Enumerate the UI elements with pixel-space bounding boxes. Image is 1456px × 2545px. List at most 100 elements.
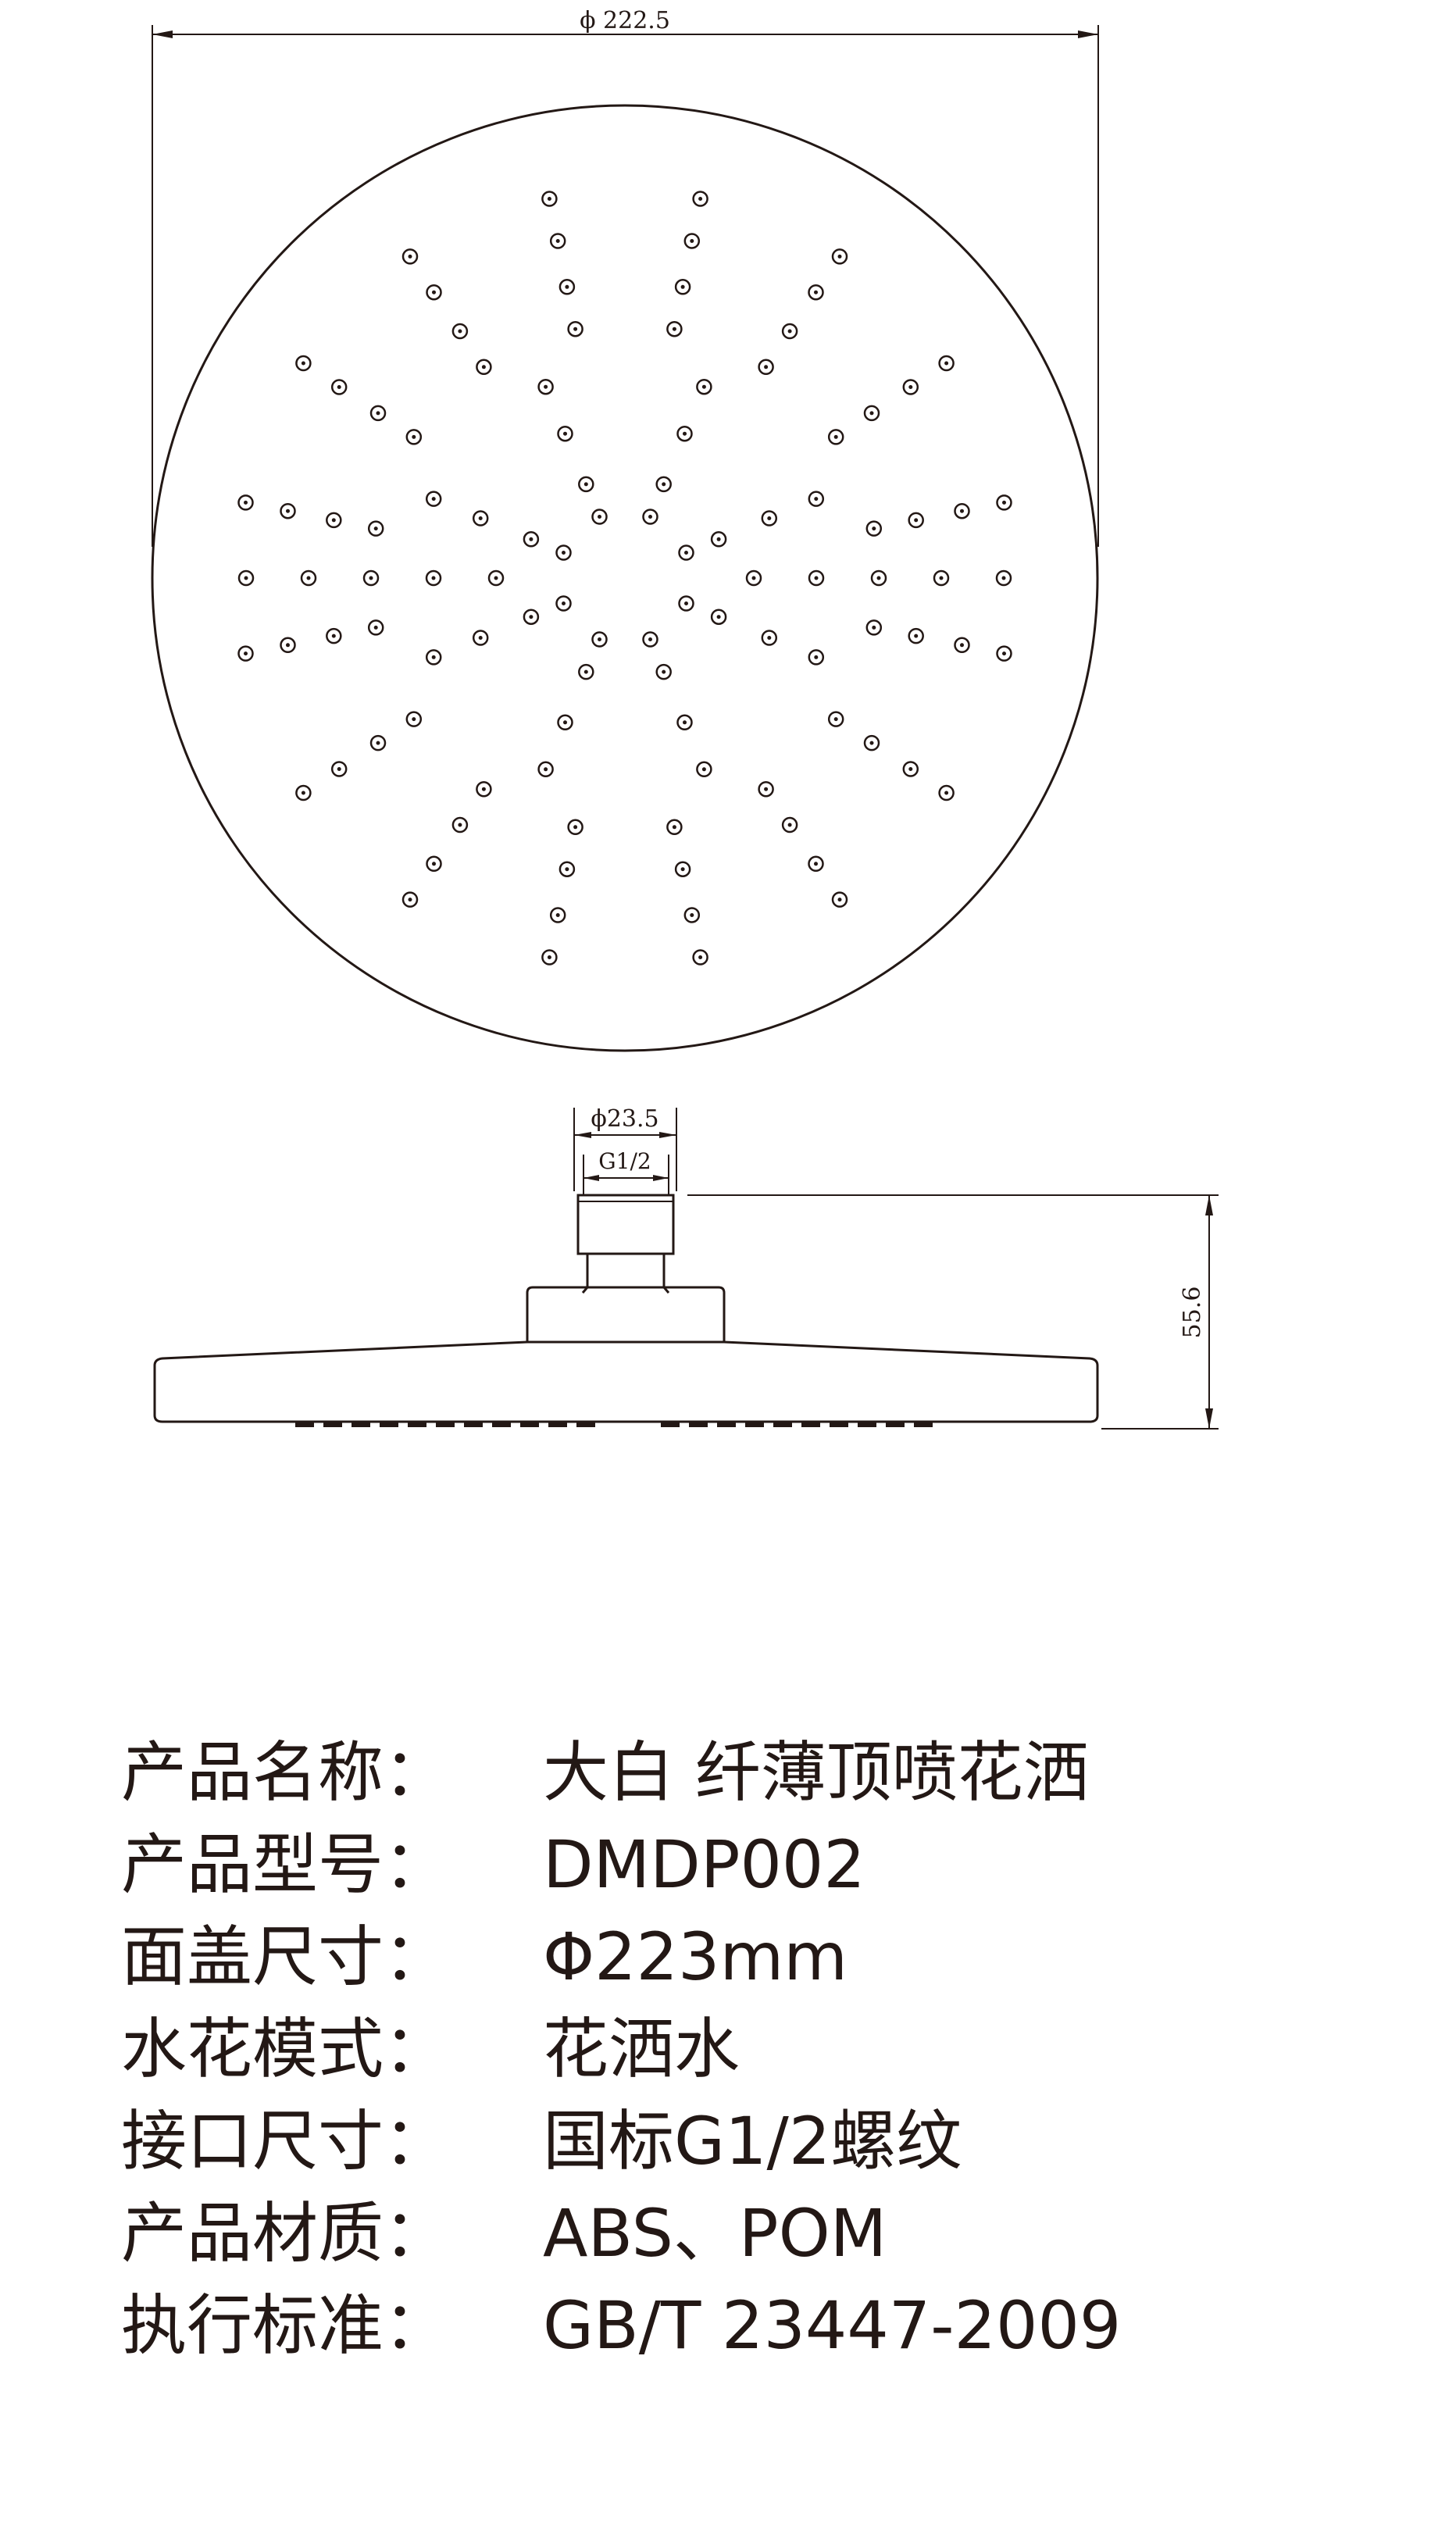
nozzle-icon (578, 663, 594, 680)
nozzle-icon (831, 891, 848, 908)
nozzle-icon (863, 405, 880, 422)
face-plate-outline (151, 104, 1099, 1052)
nozzle-center (837, 898, 842, 902)
nozzle-center (286, 643, 290, 648)
nozzle-tip (408, 1422, 426, 1427)
nozzle-center (301, 791, 305, 795)
nozzle-icon (692, 949, 708, 966)
nozzle-center (876, 576, 881, 580)
nozzle-icon (683, 907, 701, 923)
nozzle-icon (558, 279, 576, 295)
nozzle-tip (520, 1422, 539, 1427)
nozzle-center (376, 741, 380, 745)
nozzle-center (478, 636, 483, 640)
thread-connector (576, 1194, 675, 1255)
nozzle-center (833, 717, 838, 722)
spec-value: DMDP002 (543, 1826, 865, 1903)
nozzle-icon (908, 512, 924, 529)
nozzle-center (432, 290, 436, 294)
nozzle-tip (323, 1422, 342, 1427)
nozzle-center (872, 625, 876, 630)
nozzle-center (698, 955, 703, 959)
nozzle-center (662, 669, 666, 674)
nozzle-center (565, 284, 569, 289)
nozzle-icon (758, 780, 774, 798)
nozzle-icon (426, 284, 442, 301)
nozzle-icon (761, 630, 778, 646)
nozzle-icon (549, 233, 566, 249)
nozzle-center (767, 636, 772, 640)
nozzle-icon (954, 637, 970, 654)
nozzle-icon (666, 320, 683, 337)
nozzle-icon (902, 379, 919, 395)
nozzle-icon (330, 761, 348, 777)
nozzle-icon (405, 429, 423, 445)
nozzle-tip (295, 1422, 314, 1427)
nozzle-icon (523, 531, 540, 548)
nozzle-center (244, 500, 248, 505)
nozzle-icon (541, 191, 558, 207)
nozzle-center (814, 497, 819, 502)
nozzle-icon (865, 520, 883, 537)
nozzle-icon (567, 819, 583, 836)
nozzle-center (563, 431, 567, 436)
nozzle-center (944, 361, 949, 366)
nozzle-center (690, 913, 694, 917)
spec-label: 水花模式： (121, 2011, 450, 2087)
nozzle-tip (492, 1422, 511, 1427)
nozzle-icon (666, 819, 683, 836)
height-label: 55.6 (1179, 1287, 1206, 1339)
thread-label: G1/2 (598, 1148, 651, 1174)
nozzle-icon (487, 569, 505, 587)
nozzle-center (373, 526, 378, 531)
nozzle-icon (827, 711, 844, 727)
nozzle-center (244, 576, 248, 580)
nozzle-center (458, 329, 462, 334)
nozzle-icon (472, 510, 489, 526)
spec-label: 产品名称： (121, 1734, 450, 1811)
nozzle-tip (717, 1422, 736, 1427)
nozzle-center (814, 290, 818, 294)
nozzle-icon (369, 405, 387, 422)
nozzle-center (944, 791, 949, 795)
nozzle-center (432, 862, 436, 866)
nozzle-icon (578, 476, 594, 493)
nozzle-icon (831, 248, 848, 265)
nozzle-icon (761, 510, 778, 526)
nozzle-icon (401, 248, 419, 265)
nozzle-tip (886, 1422, 905, 1427)
nozzle-center (837, 254, 842, 259)
nozzle-center (555, 913, 560, 917)
spec-row-spray-mode: 水花模式： 花洒水 (121, 2003, 1371, 2095)
nozzle-icon (426, 855, 442, 873)
nozzle-icon (280, 637, 296, 654)
nozzle-icon (405, 711, 423, 727)
nozzle-center (529, 615, 534, 619)
nozzle-icon (476, 780, 492, 798)
nozzle-icon (558, 861, 576, 877)
nozzle-icon (808, 649, 825, 666)
nozzle-center (547, 197, 551, 201)
nozzle-center (960, 643, 964, 648)
spec-value: 国标G1/2螺纹 (543, 2103, 962, 2179)
nozzle-icon (591, 509, 608, 525)
spec-row-material: 产品材质： ABS、POM (121, 2187, 1371, 2279)
nozzle-center (872, 526, 876, 531)
nozzle-icon (827, 429, 844, 445)
nozzle-center (716, 537, 721, 541)
nozzle-center (869, 411, 874, 416)
nozzle-icon (326, 627, 342, 644)
nozzle-center (1001, 576, 1006, 580)
nozzle-tip (773, 1422, 792, 1427)
nozzle-icon (808, 569, 825, 587)
nozzle-center (598, 637, 601, 641)
nozzle-center (690, 239, 694, 243)
nozzle-icon (367, 520, 384, 537)
nozzle-icon (996, 494, 1012, 511)
nozzle-center (908, 385, 913, 389)
nozzle-center (573, 327, 578, 331)
nozzle-center (244, 651, 248, 656)
nozzle-center (481, 787, 486, 791)
spec-label: 接口尺寸： (121, 2103, 450, 2179)
nozzle-icon (237, 569, 255, 587)
